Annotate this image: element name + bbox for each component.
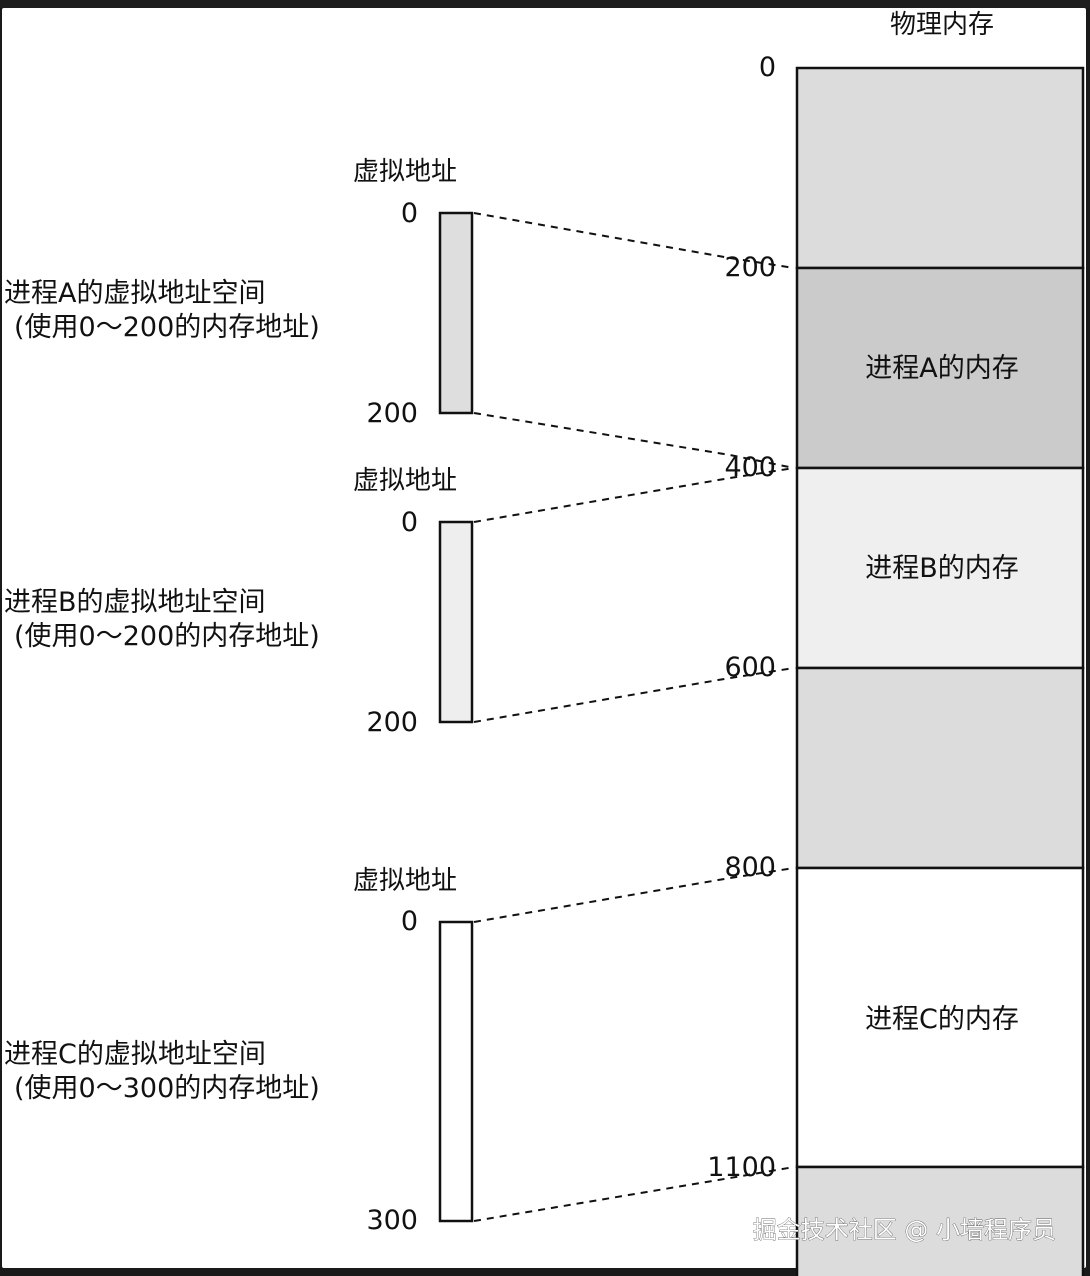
process-b-range-note: (使用0～200的内存地址) xyxy=(14,621,320,652)
physical-segment-process-c xyxy=(795,866,1085,1169)
process-a-end-address: 200 xyxy=(366,398,418,429)
process-b-name: 进程B的虚拟地址空间 xyxy=(4,587,266,618)
process-c-end-address: 300 xyxy=(366,1205,418,1236)
process-c-virtual-header: 虚拟地址 xyxy=(353,866,457,896)
physical-tick-200: 200 xyxy=(724,252,776,283)
process-a-virtual-bar xyxy=(438,211,474,415)
process-c-range-note: (使用0～300的内存地址) xyxy=(14,1073,320,1104)
process-c-virtual-space: 虚拟地址 0 300 进程C的虚拟地址空间 (使用0～300的内存地址) xyxy=(4,866,474,1236)
process-b-virtual-header: 虚拟地址 xyxy=(353,466,457,496)
process-a-memory-label: 进程A的内存 xyxy=(865,353,1018,384)
physical-memory-column xyxy=(795,66,1085,1276)
mapping-line-a-end xyxy=(473,412,795,469)
physical-segment-1100-plus xyxy=(795,1165,1085,1276)
process-a-virtual-header: 虚拟地址 xyxy=(353,157,457,187)
window-top-bar xyxy=(0,0,1090,8)
process-a-start-address: 0 xyxy=(401,198,418,229)
mapping-line-a-start xyxy=(473,212,795,269)
physical-segment-600-800 xyxy=(795,666,1085,870)
process-a-name: 进程A的虚拟地址空间 xyxy=(4,278,265,309)
physical-memory-title: 物理内存 xyxy=(890,10,994,40)
mapping-lines xyxy=(473,212,795,1222)
physical-segment-0-200 xyxy=(795,66,1085,270)
process-b-memory-label: 进程B的内存 xyxy=(865,553,1019,584)
physical-tick-0: 0 xyxy=(759,52,776,83)
process-a-range-note: (使用0～200的内存地址) xyxy=(14,312,320,343)
watermark: 掘金技术社区 @ 小墙程序员 xyxy=(753,1216,1056,1244)
process-b-end-address: 200 xyxy=(366,707,418,738)
process-c-name: 进程C的虚拟地址空间 xyxy=(4,1039,266,1070)
mapping-line-c-start xyxy=(473,867,795,923)
process-a-virtual-space: 虚拟地址 0 200 进程A的虚拟地址空间 (使用0～200的内存地址) xyxy=(4,157,474,429)
physical-tick-1100: 1100 xyxy=(707,1152,776,1183)
process-c-start-address: 0 xyxy=(401,906,418,937)
process-c-virtual-bar xyxy=(438,920,474,1223)
process-c-memory-label: 进程C的内存 xyxy=(865,1004,1019,1035)
mapping-line-b-start xyxy=(473,467,795,523)
physical-segment-process-b xyxy=(795,466,1085,670)
physical-segment-process-a xyxy=(795,266,1085,470)
mapping-line-c-end xyxy=(473,1166,795,1222)
process-b-virtual-bar xyxy=(438,520,474,724)
process-b-virtual-space: 虚拟地址 0 200 进程B的虚拟地址空间 (使用0～200的内存地址) xyxy=(4,466,474,738)
process-b-start-address: 0 xyxy=(401,507,418,538)
mapping-line-b-end xyxy=(473,667,795,723)
